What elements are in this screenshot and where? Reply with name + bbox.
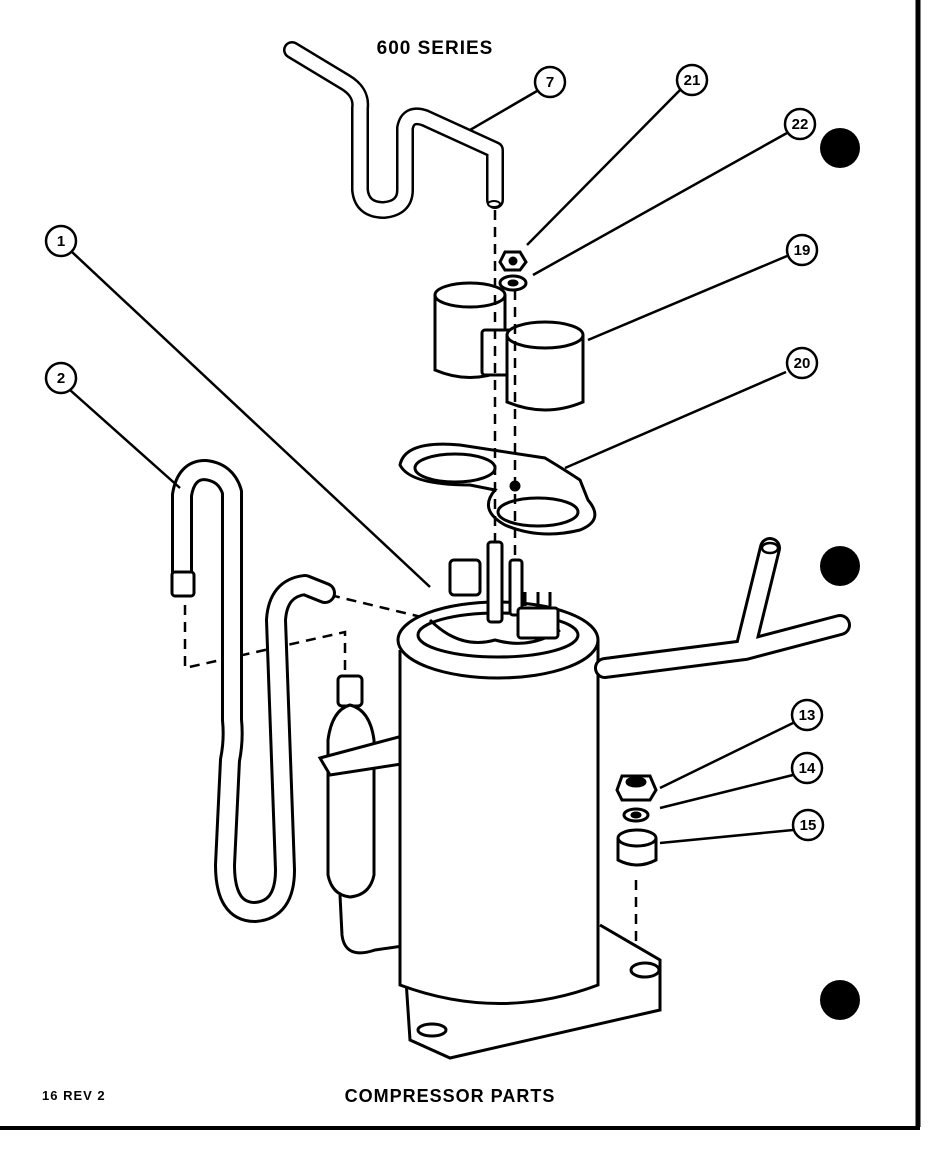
callout-7: 7 <box>533 65 567 99</box>
callout-14-label: 14 <box>799 760 816 777</box>
page-title: COMPRESSOR PARTS <box>344 1086 556 1106</box>
part-20-gasket <box>398 442 597 536</box>
callout-19: 19 <box>785 233 819 267</box>
sheet-border <box>0 0 921 1130</box>
leader-lines <box>69 87 794 845</box>
part-14-washer <box>622 807 650 823</box>
callout-19-label: 19 <box>794 242 811 259</box>
part-15-grommet <box>616 828 658 867</box>
part-21-nut <box>498 250 528 272</box>
page-number: 16 REV 2 <box>42 1088 106 1103</box>
callout-15: 15 <box>791 808 825 842</box>
part-13-nut <box>615 774 658 802</box>
callout-13-label: 13 <box>799 707 816 724</box>
callout-15-label: 15 <box>800 817 817 834</box>
callout-21: 21 <box>675 63 709 97</box>
callout-20-label: 20 <box>794 355 811 372</box>
callout-1: 1 <box>44 224 78 258</box>
callout-21-label: 21 <box>684 72 701 89</box>
part-22-washer <box>498 274 528 292</box>
series-title: 600 SERIES <box>376 38 494 59</box>
part-19-capacitor <box>433 281 585 412</box>
discharge-tube <box>594 537 851 679</box>
callout-7-label: 7 <box>546 74 554 91</box>
callout-2: 2 <box>44 361 78 395</box>
callout-1-label: 1 <box>57 233 65 250</box>
callout-13: 13 <box>790 698 824 732</box>
binder-hole-middle <box>820 546 860 586</box>
compressor-body <box>396 540 662 1060</box>
callout-14: 14 <box>790 751 824 785</box>
part-2-tube <box>170 459 336 923</box>
binder-hole-bottom <box>820 980 860 1020</box>
part-7-tube <box>283 41 504 219</box>
callout-2-label: 2 <box>57 370 65 387</box>
callout-20: 20 <box>785 346 819 380</box>
callout-22-label: 22 <box>792 116 809 133</box>
callout-22: 22 <box>783 107 817 141</box>
binder-hole-top <box>820 128 860 168</box>
